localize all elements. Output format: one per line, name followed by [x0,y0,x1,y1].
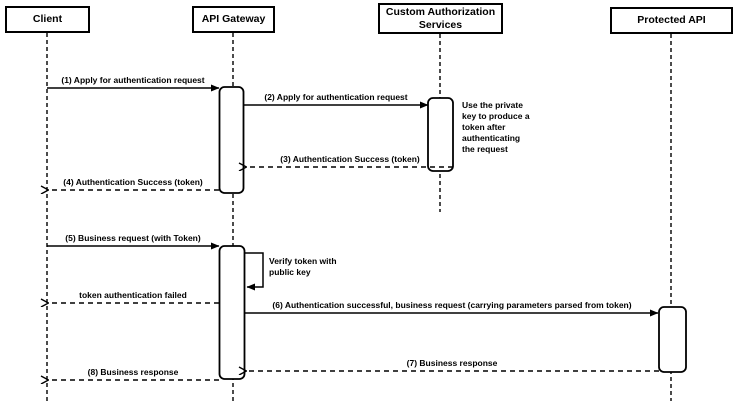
participant-api-gateway: API Gateway [192,6,275,33]
participant-custom-auth: Custom Authorization Services [378,3,503,34]
self-message-verify-token-label: Verify token with public key [269,256,337,277]
message-token-failed-label: token authentication failed [79,290,187,300]
participant-protected-api-label: Protected API [637,14,706,27]
message-7-label: (7) Business response [406,358,498,368]
participant-client-label: Client [32,13,63,26]
participant-client: Client [5,6,90,33]
message-6-label: (6) Authentication successful, business … [272,300,632,310]
note-private-key: Use the private key to produce a token a… [462,100,530,154]
message-4-label: (4) Authentication Success (token) [63,177,203,187]
message-1-label: (1) Apply for authentication request [61,75,205,85]
participant-custom-auth-label: Custom Authorization Services [385,6,496,31]
activation-api-gateway-2 [218,245,246,380]
message-5-label: (5) Business request (with Token) [65,233,201,243]
activation-api-gateway-1 [218,86,245,194]
message-3-label: (3) Authentication Success (token) [280,154,420,164]
message-2-label: (2) Apply for authentication request [264,92,408,102]
lifelines [46,33,672,401]
activation-protected-api [658,306,687,373]
participant-protected-api: Protected API [610,7,733,34]
message-arrows [47,84,659,380]
activation-bars [218,86,687,380]
message-8-label: (8) Business response [87,367,179,377]
arrow-self-verify [245,252,264,291]
participant-api-gateway-label: API Gateway [201,13,266,26]
activation-custom-auth [427,97,454,172]
